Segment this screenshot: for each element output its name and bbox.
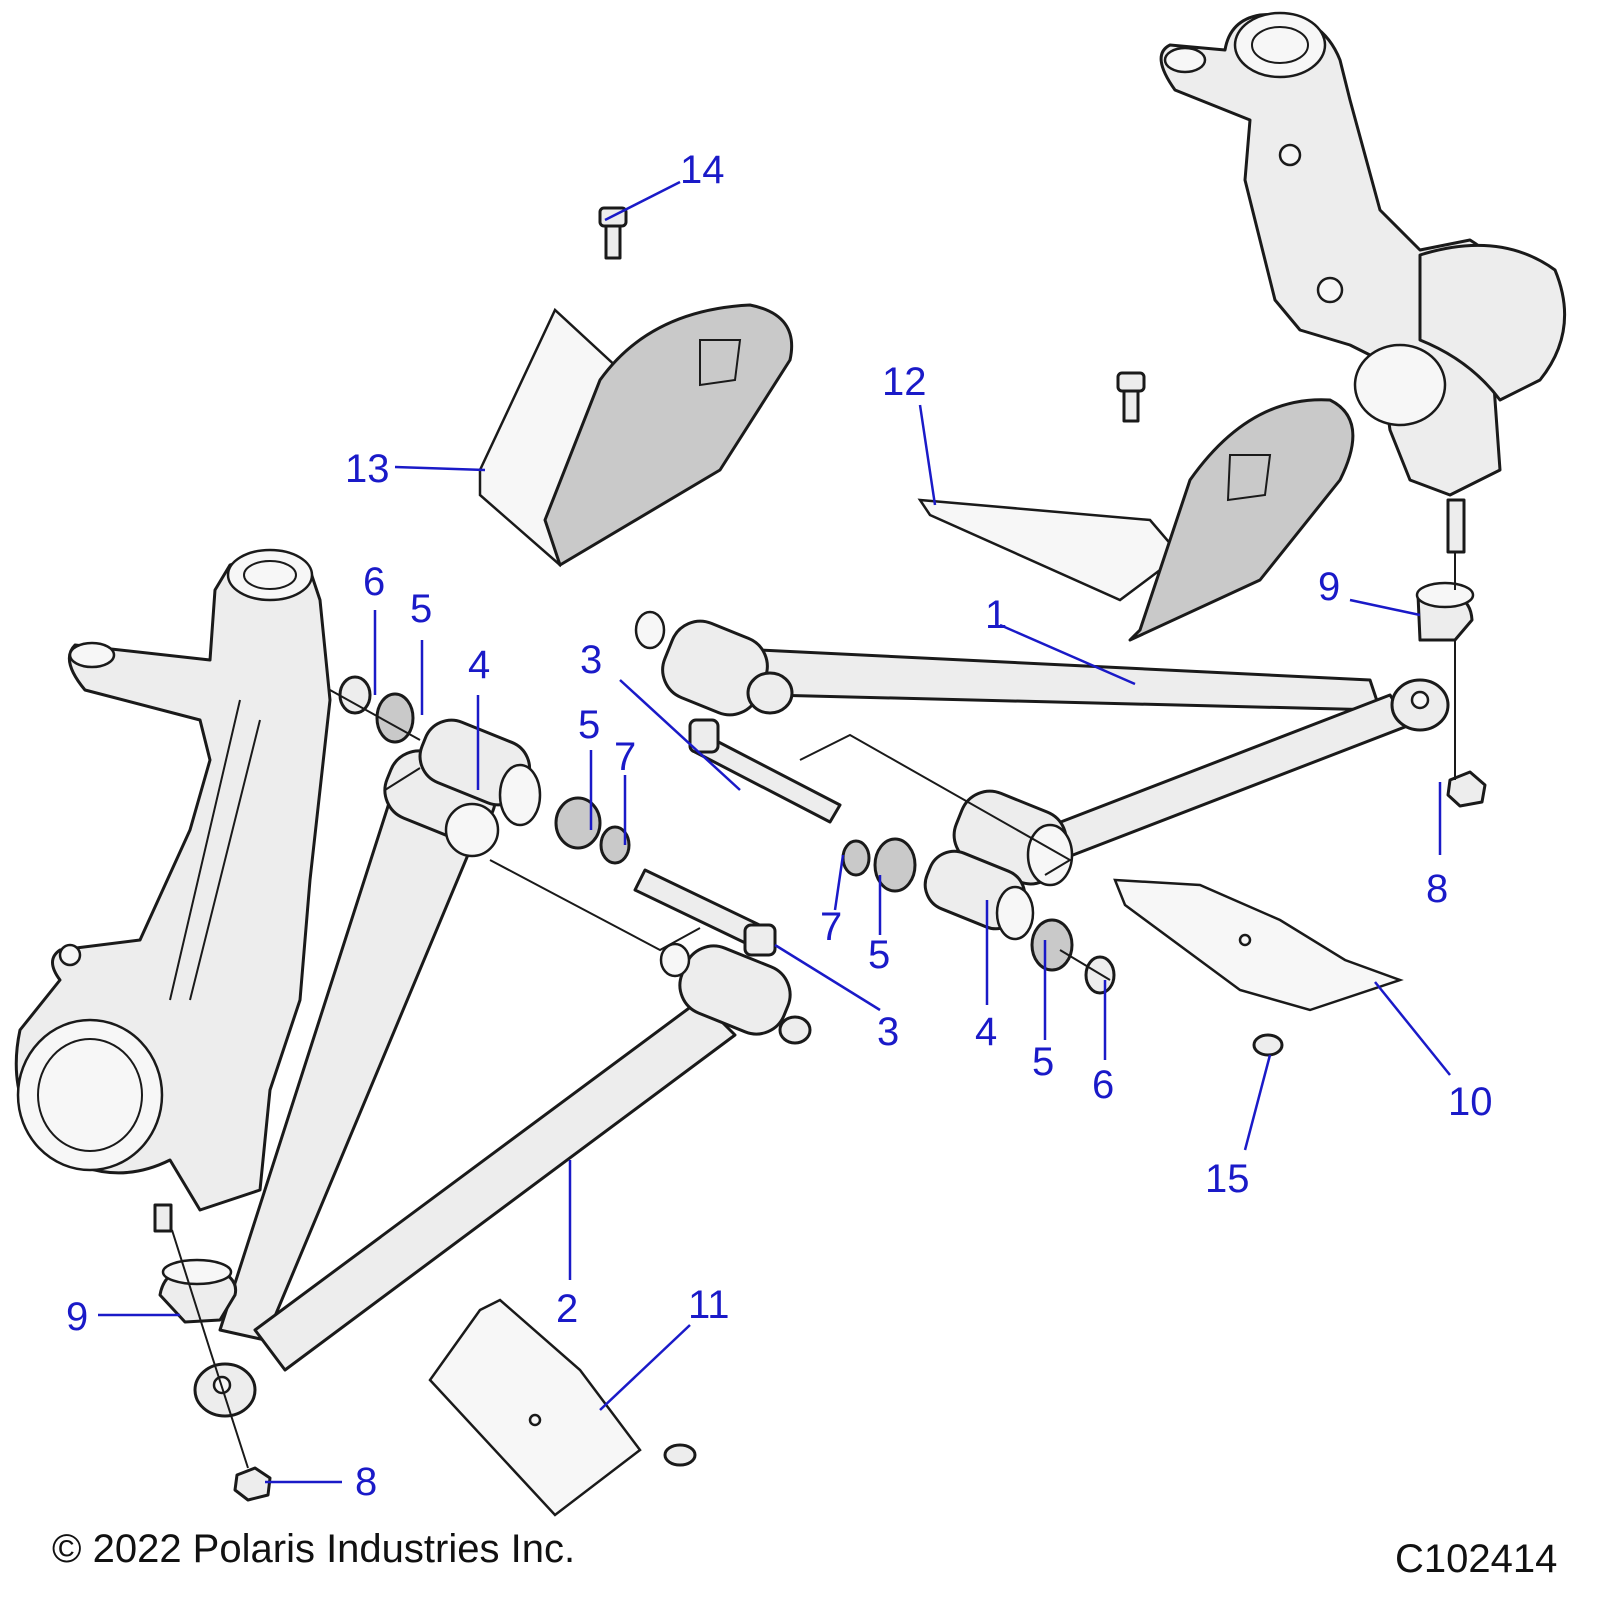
callout-6-right: 6 xyxy=(1092,1063,1114,1107)
callout-2: 2 xyxy=(556,1287,578,1331)
callout-5-b: 5 xyxy=(578,703,600,747)
callout-12: 12 xyxy=(882,360,927,404)
leader-lines xyxy=(98,180,1451,1484)
flange-nut-left xyxy=(233,1466,272,1502)
callout-9-left: 9 xyxy=(66,1295,88,1339)
callout-15: 15 xyxy=(1205,1157,1250,1201)
figure-id: C102414 xyxy=(1395,1537,1558,1581)
copyright-notice: © 2022 Polaris Industries Inc. xyxy=(52,1527,576,1571)
callout-10: 10 xyxy=(1448,1080,1493,1124)
skid-bracket-10 xyxy=(1113,878,1404,1012)
upper-control-arm xyxy=(634,610,1450,887)
nut-15 xyxy=(1252,1033,1284,1057)
callout-3-upper: 3 xyxy=(580,638,602,682)
callout-5-c: 5 xyxy=(868,933,890,977)
ball-stud-axis-left xyxy=(171,1229,249,1469)
callout-14: 14 xyxy=(680,148,725,192)
callout-8-right: 8 xyxy=(1426,867,1448,911)
callout-3-lower: 3 xyxy=(877,1010,899,1054)
callout-5-a: 5 xyxy=(410,587,432,631)
skid-bracket-11 xyxy=(428,1298,642,1517)
a-arm-guard-13 xyxy=(478,303,794,568)
a-arm-guard-12 xyxy=(917,398,1355,642)
assembly-bracket-lines xyxy=(384,733,1072,952)
nut-lower-loose xyxy=(663,1443,697,1467)
callout-9-right: 9 xyxy=(1318,565,1340,609)
steering-knuckle-right xyxy=(1159,11,1567,554)
callout-5-d: 5 xyxy=(1032,1040,1054,1084)
ball-joint-boot-right xyxy=(1415,581,1475,642)
callout-8-left: 8 xyxy=(355,1460,377,1504)
callout-4-right: 4 xyxy=(975,1010,997,1054)
steering-knuckle-left xyxy=(14,548,332,1233)
callout-13: 13 xyxy=(345,447,390,491)
callout-1: 1 xyxy=(985,593,1007,637)
bolt-12 xyxy=(1116,371,1146,423)
pivot-hardware-right xyxy=(688,718,1116,995)
flange-nut-right xyxy=(1446,770,1487,808)
callout-11: 11 xyxy=(688,1283,730,1327)
callout-7-a: 7 xyxy=(614,735,636,779)
lower-control-arm xyxy=(193,749,812,1418)
callout-6-left: 6 xyxy=(363,560,385,604)
callout-4-left: 4 xyxy=(468,643,490,687)
callouts: 1 2 3 3 4 4 5 5 5 5 6 6 7 7 8 8 9 9 10 1… xyxy=(66,148,1493,1504)
ball-joint-boot-left xyxy=(158,1258,238,1324)
pivot-hardware-left xyxy=(329,675,777,957)
callout-7-b: 7 xyxy=(820,905,842,949)
